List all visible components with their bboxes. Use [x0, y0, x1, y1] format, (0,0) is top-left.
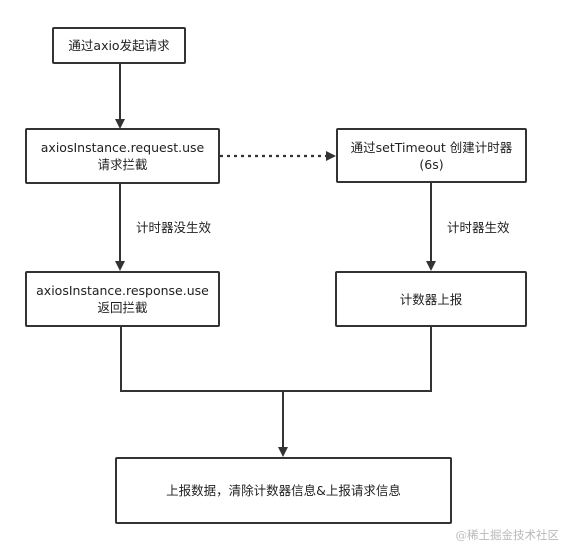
start-node: 通过axio发起请求	[52, 27, 186, 64]
set-timeout-title: 通过setTimeout 创建计时器	[350, 139, 513, 155]
edge-label-timer-not-effective: 计时器没生效	[136, 220, 212, 235]
edge-label-timer-effective: 计时器生效	[447, 220, 510, 235]
set-timeout-subtitle: (6s)	[419, 156, 444, 172]
final-node-label: 上报数据，清除计数器信息&上报请求信息	[166, 483, 401, 498]
request-interceptor-title: axiosInstance.request.use	[40, 140, 205, 155]
merge-line	[120, 327, 432, 392]
final-node: 上报数据，清除计数器信息&上报请求信息	[115, 457, 452, 524]
set-timeout-node: 通过setTimeout 创建计时器 (6s)	[336, 128, 527, 183]
request-interceptor-subtitle: 请求拦截	[97, 157, 148, 172]
start-node-label: 通过axio发起请求	[68, 38, 170, 53]
response-interceptor-subtitle: 返回拦截	[97, 300, 148, 315]
request-interceptor-node: axiosInstance.request.use 请求拦截	[25, 128, 220, 184]
response-interceptor-title: axiosInstance.response.use	[36, 283, 209, 298]
watermark-text: @稀土掘金技术社区	[455, 528, 560, 542]
report-timer-label: 计数器上报	[399, 291, 463, 307]
report-timer-node: 计数器上报	[335, 271, 527, 327]
response-interceptor-node: axiosInstance.response.use 返回拦截	[25, 271, 220, 327]
